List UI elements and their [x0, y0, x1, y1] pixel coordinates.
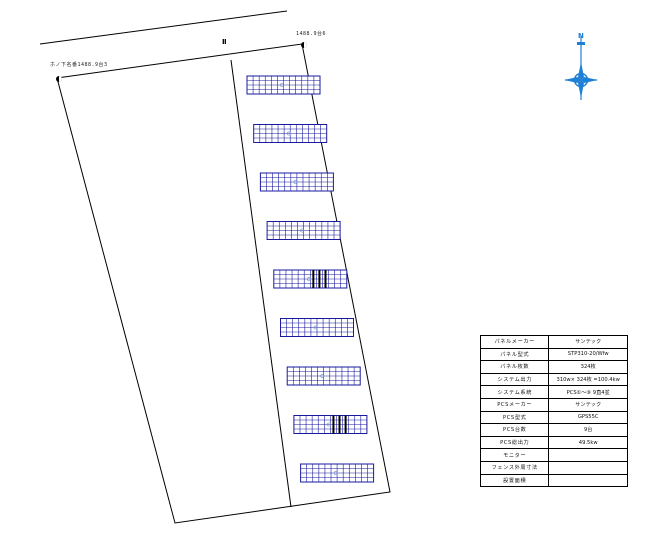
point-label-left: ホノ下名番1488.9台3 — [50, 62, 108, 68]
boundary-point-left — [56, 76, 62, 82]
panel-array — [253, 124, 328, 143]
spec-value: サンテック — [548, 397, 628, 412]
road-mark: Ⅱ — [222, 38, 227, 46]
point-label-right: 1488.9台6 — [296, 31, 327, 37]
spec-value: STP310-20/Wfw — [548, 347, 628, 362]
spec-value — [548, 460, 628, 475]
panel-array — [293, 415, 368, 434]
panel-array — [280, 318, 354, 337]
spec-key: パネル枚数 — [479, 360, 550, 374]
spec-key: PCS総出力 — [479, 435, 550, 450]
spec-key: パネル型式 — [479, 347, 550, 362]
panel-array — [259, 172, 334, 192]
spec-value: サンテック — [548, 335, 628, 349]
spec-key: パネルメーカー — [479, 335, 550, 349]
site-boundary — [56, 43, 391, 524]
compass-icon — [564, 36, 598, 100]
spec-row: フェンス外周寸法 — [479, 460, 628, 475]
spec-key: 設置面積 — [479, 473, 550, 488]
spec-key: モニター — [479, 448, 550, 462]
spec-value: PCS①～⑨ 9直4並 — [548, 385, 628, 399]
division-line — [230, 59, 292, 508]
spec-row: PCSメーカーサンテック — [479, 397, 628, 412]
panel-array — [246, 75, 321, 95]
spec-row: 設置面積 — [479, 473, 628, 488]
spec-row: モニター — [479, 448, 628, 462]
spec-value — [548, 473, 628, 488]
spec-key: PCS台数 — [479, 423, 550, 437]
boundary-point-right — [301, 42, 307, 48]
spec-key: PCS型式 — [479, 410, 550, 425]
spec-value: 49.5kw — [548, 435, 628, 450]
spec-value: 310w× 324枚 =100.4kw — [548, 372, 628, 387]
panel-array — [266, 221, 341, 240]
spec-row: パネルメーカーサンテック — [479, 335, 628, 349]
road-line — [39, 10, 288, 45]
panel-arrays — [246, 75, 375, 483]
panel-array — [286, 366, 361, 386]
spec-value: 9台 — [548, 423, 628, 437]
spec-value: 324枚 — [548, 360, 628, 374]
spec-key: フェンス外周寸法 — [479, 460, 550, 475]
spec-key: PCSメーカー — [479, 397, 550, 412]
spec-key: システム系統 — [479, 385, 550, 399]
spec-key: システム出力 — [479, 372, 550, 387]
spec-value — [548, 448, 628, 462]
panel-array — [300, 463, 375, 483]
panel-array — [273, 269, 348, 289]
spec-value: GPS55C — [548, 410, 628, 425]
compass-label: N — [578, 32, 584, 40]
